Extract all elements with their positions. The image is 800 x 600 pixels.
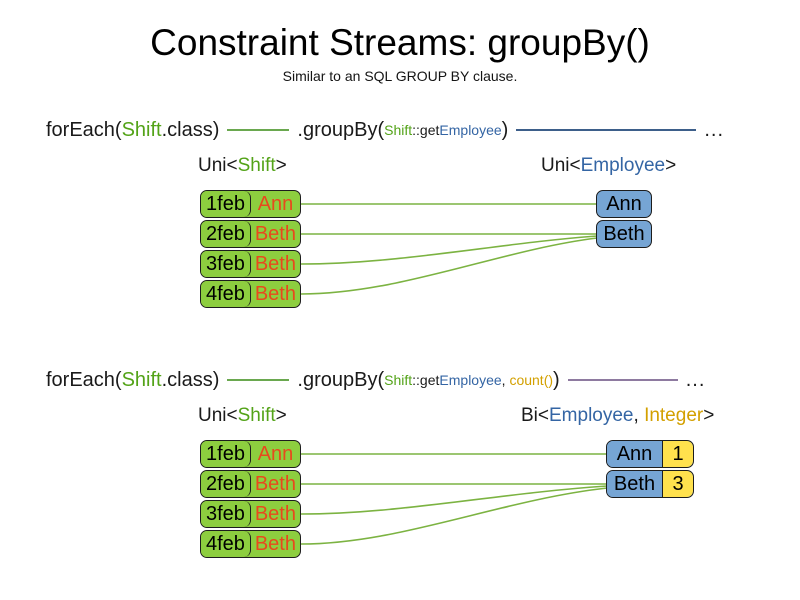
caption-bi-employee-integer: Bi<Employee, Integer>: [521, 405, 714, 427]
shift-date: 4feb: [201, 531, 251, 557]
shift-employee-name: Ann: [257, 193, 294, 215]
connector-rule-green-2: [227, 379, 290, 381]
caption-suffix: >: [665, 155, 677, 176]
page-title: Constraint Streams: groupBy(): [150, 22, 650, 63]
shift-fact-box[interactable]: 4feb Beth: [200, 280, 301, 308]
ellipsis-1: ...: [704, 118, 725, 141]
caption-prefix: Uni<: [198, 155, 238, 176]
groupby-prefix: .groupBy(: [297, 118, 385, 141]
shift-employee-name: Beth: [254, 223, 296, 245]
shift-date: 4feb: [201, 281, 251, 307]
page-subtitle: Similar to an SQL GROUP BY clause.: [282, 68, 518, 84]
caption-type: Employee: [580, 155, 666, 176]
shift-fact-box[interactable]: 1feb Ann: [200, 440, 301, 468]
foreach-prefix: forEach(: [46, 368, 122, 391]
shift-employee-name: Beth: [254, 533, 296, 555]
caption-suffix: >: [275, 155, 287, 176]
shift-fact-box[interactable]: 4feb Beth: [200, 530, 301, 558]
caption-type: Employee: [549, 405, 634, 426]
code-line-groupby-count: forEach(Shift.class) .groupBy(Shift::get…: [46, 366, 705, 394]
caption-prefix: Uni<: [541, 155, 581, 176]
connector-rule-purple: [567, 379, 678, 381]
connector-rule-blue: [516, 129, 697, 131]
foreach-suffix: .class): [161, 118, 220, 141]
shift-date: 3feb: [201, 501, 251, 527]
shift-employee-name: Beth: [254, 503, 296, 525]
shift-fact-box[interactable]: 1feb Ann: [200, 190, 301, 218]
groupby-arg-prop: Employee: [439, 122, 502, 138]
shift-date: 2feb: [201, 221, 251, 247]
group-count-value: 1: [663, 441, 693, 467]
shift-employee-name: Beth: [254, 253, 296, 275]
group-employee-name: Beth: [607, 471, 663, 497]
foreach-prefix: forEach(: [46, 118, 122, 141]
caption-suffix: >: [275, 405, 287, 426]
caption-type2: Integer: [644, 405, 704, 426]
groupby-arg-type: Shift: [384, 372, 413, 388]
groupby-arg-type: Shift: [384, 122, 413, 138]
groupby-suffix: ): [501, 118, 509, 141]
shift-fact-box[interactable]: 2feb Beth: [200, 470, 301, 498]
employee-fact-box[interactable]: Beth: [596, 220, 652, 248]
groupby-prefix: .groupBy(: [297, 368, 385, 391]
group-pair-box[interactable]: Ann 1: [606, 440, 694, 468]
employee-fact-box[interactable]: Ann: [596, 190, 652, 218]
groupby-arg-sep: ::get: [412, 122, 440, 138]
groupby-suffix: ): [553, 368, 560, 391]
foreach-type: Shift: [121, 118, 162, 141]
employee-name: Ann: [606, 193, 642, 215]
ellipsis-2: ...: [685, 368, 706, 391]
shift-date: 1feb: [201, 191, 251, 217]
employee-name: Beth: [603, 223, 645, 245]
caption-uni-shift-1: Uni<Shift>: [198, 155, 287, 177]
group-pair-box[interactable]: Beth 3: [606, 470, 694, 498]
shift-fact-box[interactable]: 3feb Beth: [200, 250, 301, 278]
groupby-arg-sep: ::get: [412, 372, 440, 388]
shift-employee-name: Ann: [257, 443, 294, 465]
caption-uni-shift-2: Uni<Shift>: [198, 405, 287, 427]
caption-suffix: >: [703, 405, 715, 426]
caption-type: Shift: [237, 405, 276, 426]
foreach-suffix: .class): [161, 368, 220, 391]
caption-middle: ,: [633, 405, 645, 426]
groupby-arg-prop: Employee: [439, 372, 502, 388]
group-count-value: 3: [663, 471, 693, 497]
shift-employee-name: Beth: [254, 283, 296, 305]
connector-rule-green-1: [227, 129, 290, 131]
caption-prefix: Bi<: [521, 405, 549, 426]
groupby-arg-comma: ,: [501, 372, 510, 388]
code-line-groupby-single: forEach(Shift.class) .groupBy(Shift::get…: [46, 116, 724, 144]
shift-employee-name: Beth: [254, 473, 296, 495]
groupby-arg-count: count(): [509, 372, 554, 388]
caption-uni-employee: Uni<Employee>: [541, 155, 676, 177]
shift-date: 2feb: [201, 471, 251, 497]
group-employee-name: Ann: [607, 441, 663, 467]
shift-date: 1feb: [201, 441, 251, 467]
shift-fact-box[interactable]: 3feb Beth: [200, 500, 301, 528]
shift-fact-box[interactable]: 2feb Beth: [200, 220, 301, 248]
foreach-type: Shift: [121, 368, 162, 391]
caption-prefix: Uni<: [198, 405, 238, 426]
shift-date: 3feb: [201, 251, 251, 277]
caption-type: Shift: [237, 155, 276, 176]
